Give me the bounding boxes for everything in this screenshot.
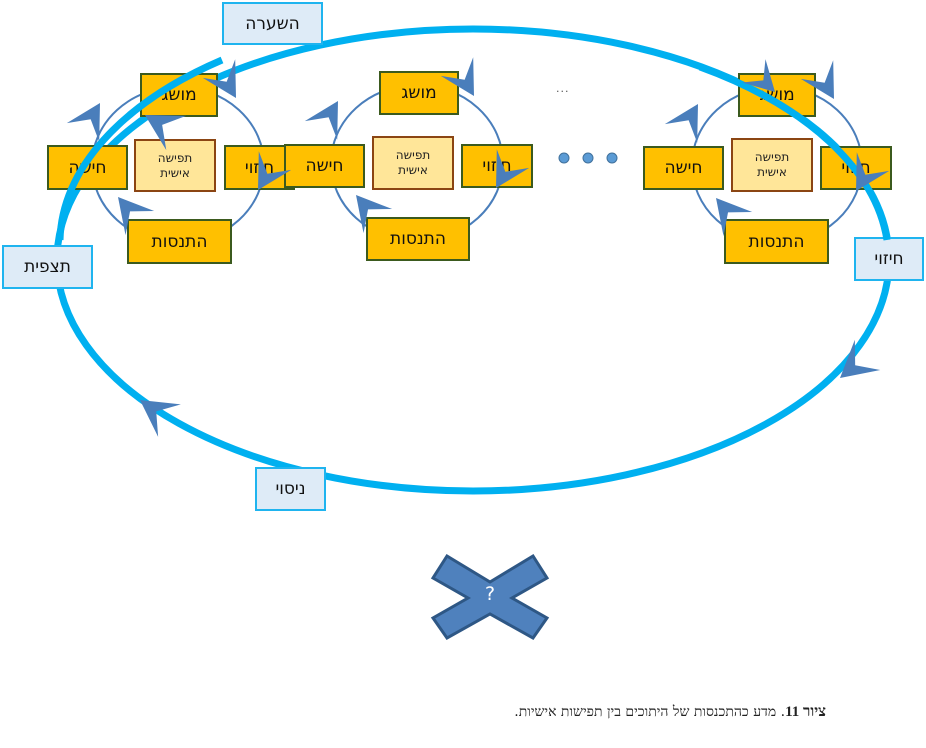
continuation-dot [558,152,570,164]
continuation-dot [606,152,618,164]
core-line-2: אישית [160,165,190,180]
cluster-1-sensing: חישה [47,145,128,190]
cluster-1-experience: התנסות [127,219,232,264]
cluster-3-personal-perception: תפישה אישית [731,138,813,192]
caption-label: ציור 11 [785,704,826,720]
cluster-1-concept: מושג [140,73,218,117]
cluster-3-prediction: חיזוי [820,146,892,190]
cross-question-mark: ? [484,583,496,605]
cluster-3-sensing: חישה [643,146,724,190]
core-line-2: אישית [757,165,787,179]
core-line-1: תפישה [157,150,193,165]
core-line-1: תפישה [395,148,431,162]
cluster-2-sensing: חישה [284,144,365,188]
ellipsis-text: ... [556,82,570,95]
caption-text: . מדע כהתכנסות של היתוכים בין תפישות איש… [514,704,786,720]
core-line-1: תפישה [754,150,790,164]
cluster-2-personal-perception: תפישה אישית [372,136,454,190]
phase-prediction: חיזוי [854,237,924,281]
cluster-1-personal-perception: תפישה אישית [134,139,216,192]
cluster-2-prediction: חיזוי [461,144,533,188]
cluster-2-concept: מושג [379,71,459,115]
figure-caption: ציור 11. מדע כהתכנסות של היתוכים בין תפי… [514,704,826,721]
cluster-3-experience: התנסות [724,219,829,264]
cluster-3-concept: מושג [738,73,816,117]
core-line-2: אישית [398,163,428,177]
phase-hypothesis: השערה [222,2,323,45]
cluster-2-experience: התנסות [366,217,470,261]
cross-shape [430,553,550,640]
continuation-dot [582,152,594,164]
phase-observation: תצפית [2,245,93,289]
phase-experiment: ניסוי [255,467,326,511]
